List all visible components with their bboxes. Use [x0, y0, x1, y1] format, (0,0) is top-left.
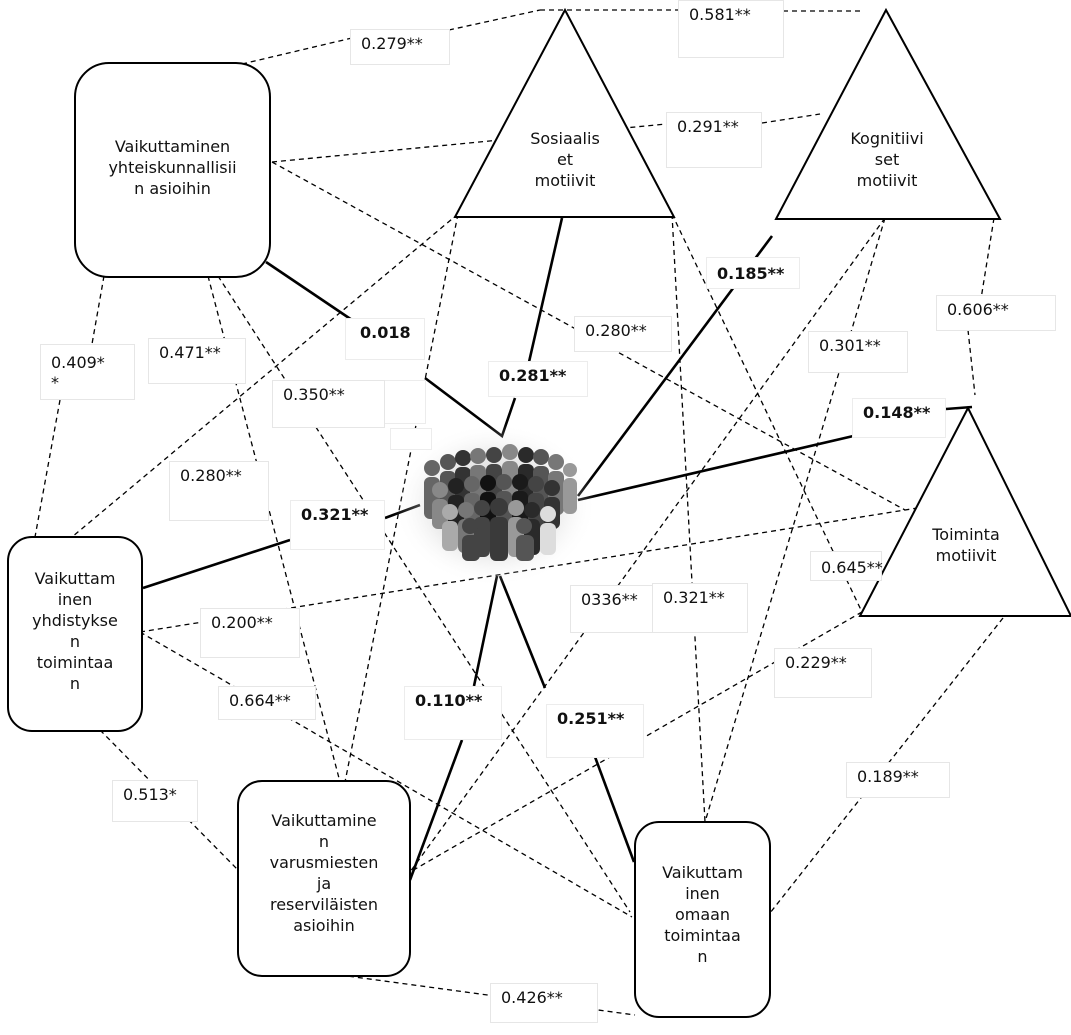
corr-label: 0.321**	[652, 583, 748, 633]
corr-label: 0.350**	[272, 380, 385, 428]
triangles	[453, 7, 1071, 617]
corr-label: 0.513*	[112, 780, 198, 822]
node-box-association	[7, 536, 143, 732]
coef-label: 0.148**	[852, 398, 946, 438]
boxes	[7, 62, 771, 1018]
coef-label: 0.018	[345, 318, 425, 360]
triangle-action	[858, 405, 1071, 617]
corr-label: 0.409* *	[40, 344, 135, 400]
node-own-activity-influence: Vaikuttam inen omaan toimintaa n	[662, 863, 743, 966]
node-reservists-influence: Vaikuttamine n varusmiesten ja reservilä…	[269, 811, 379, 935]
corr-label: 0.471**	[148, 338, 246, 384]
corr-label: 0.426**	[490, 983, 598, 1023]
node-box-society	[74, 62, 271, 278]
corr-label: 0.664**	[218, 686, 316, 720]
corr-label: 0.189**	[846, 762, 950, 798]
node-box-reservists	[237, 780, 411, 977]
corr-label: 0336**	[570, 585, 662, 633]
node-box-own-activity	[634, 821, 771, 1018]
triangle-action-motives-label: Toiminta motiivit	[932, 525, 1000, 565]
blank-patch	[390, 428, 432, 450]
coef-label: 0.321**	[290, 500, 385, 550]
corr-label: 0.645**	[810, 551, 883, 581]
triangle-cognitive-motives-label: Kognitiivi set motiivit	[850, 129, 924, 190]
corr-label: 0.606**	[936, 295, 1056, 331]
triangle-social-motives-label: Sosiaalis et motiivit	[530, 129, 600, 190]
coef-label: 0.251**	[546, 704, 644, 758]
blank-patch	[384, 380, 426, 424]
triangle-cognitive	[774, 7, 1002, 220]
corr-label: 0.581**	[678, 0, 784, 58]
corr-label: 0.291**	[666, 112, 762, 168]
coef-label: 0.281**	[488, 361, 588, 397]
corr-label: 0.229**	[774, 648, 872, 698]
node-association-influence: Vaikuttam inen yhdistykse n toimintaa n	[32, 569, 118, 693]
coef-label: 0.110**	[404, 686, 502, 740]
people-group-icon	[393, 423, 597, 587]
triangle-social	[453, 7, 676, 218]
corr-label: 0.301**	[808, 331, 908, 373]
corr-label: 0.280**	[574, 316, 672, 352]
corr-label: 0.280**	[169, 461, 269, 521]
corr-label: 0.200**	[200, 608, 300, 658]
node-society-influence: Vaikuttaminen yhteiskunnallisii n asioih…	[108, 137, 237, 198]
corr-label: 0.279**	[350, 29, 450, 65]
coef-label: 0.185**	[706, 257, 800, 289]
solid-connectors	[142, 217, 973, 881]
